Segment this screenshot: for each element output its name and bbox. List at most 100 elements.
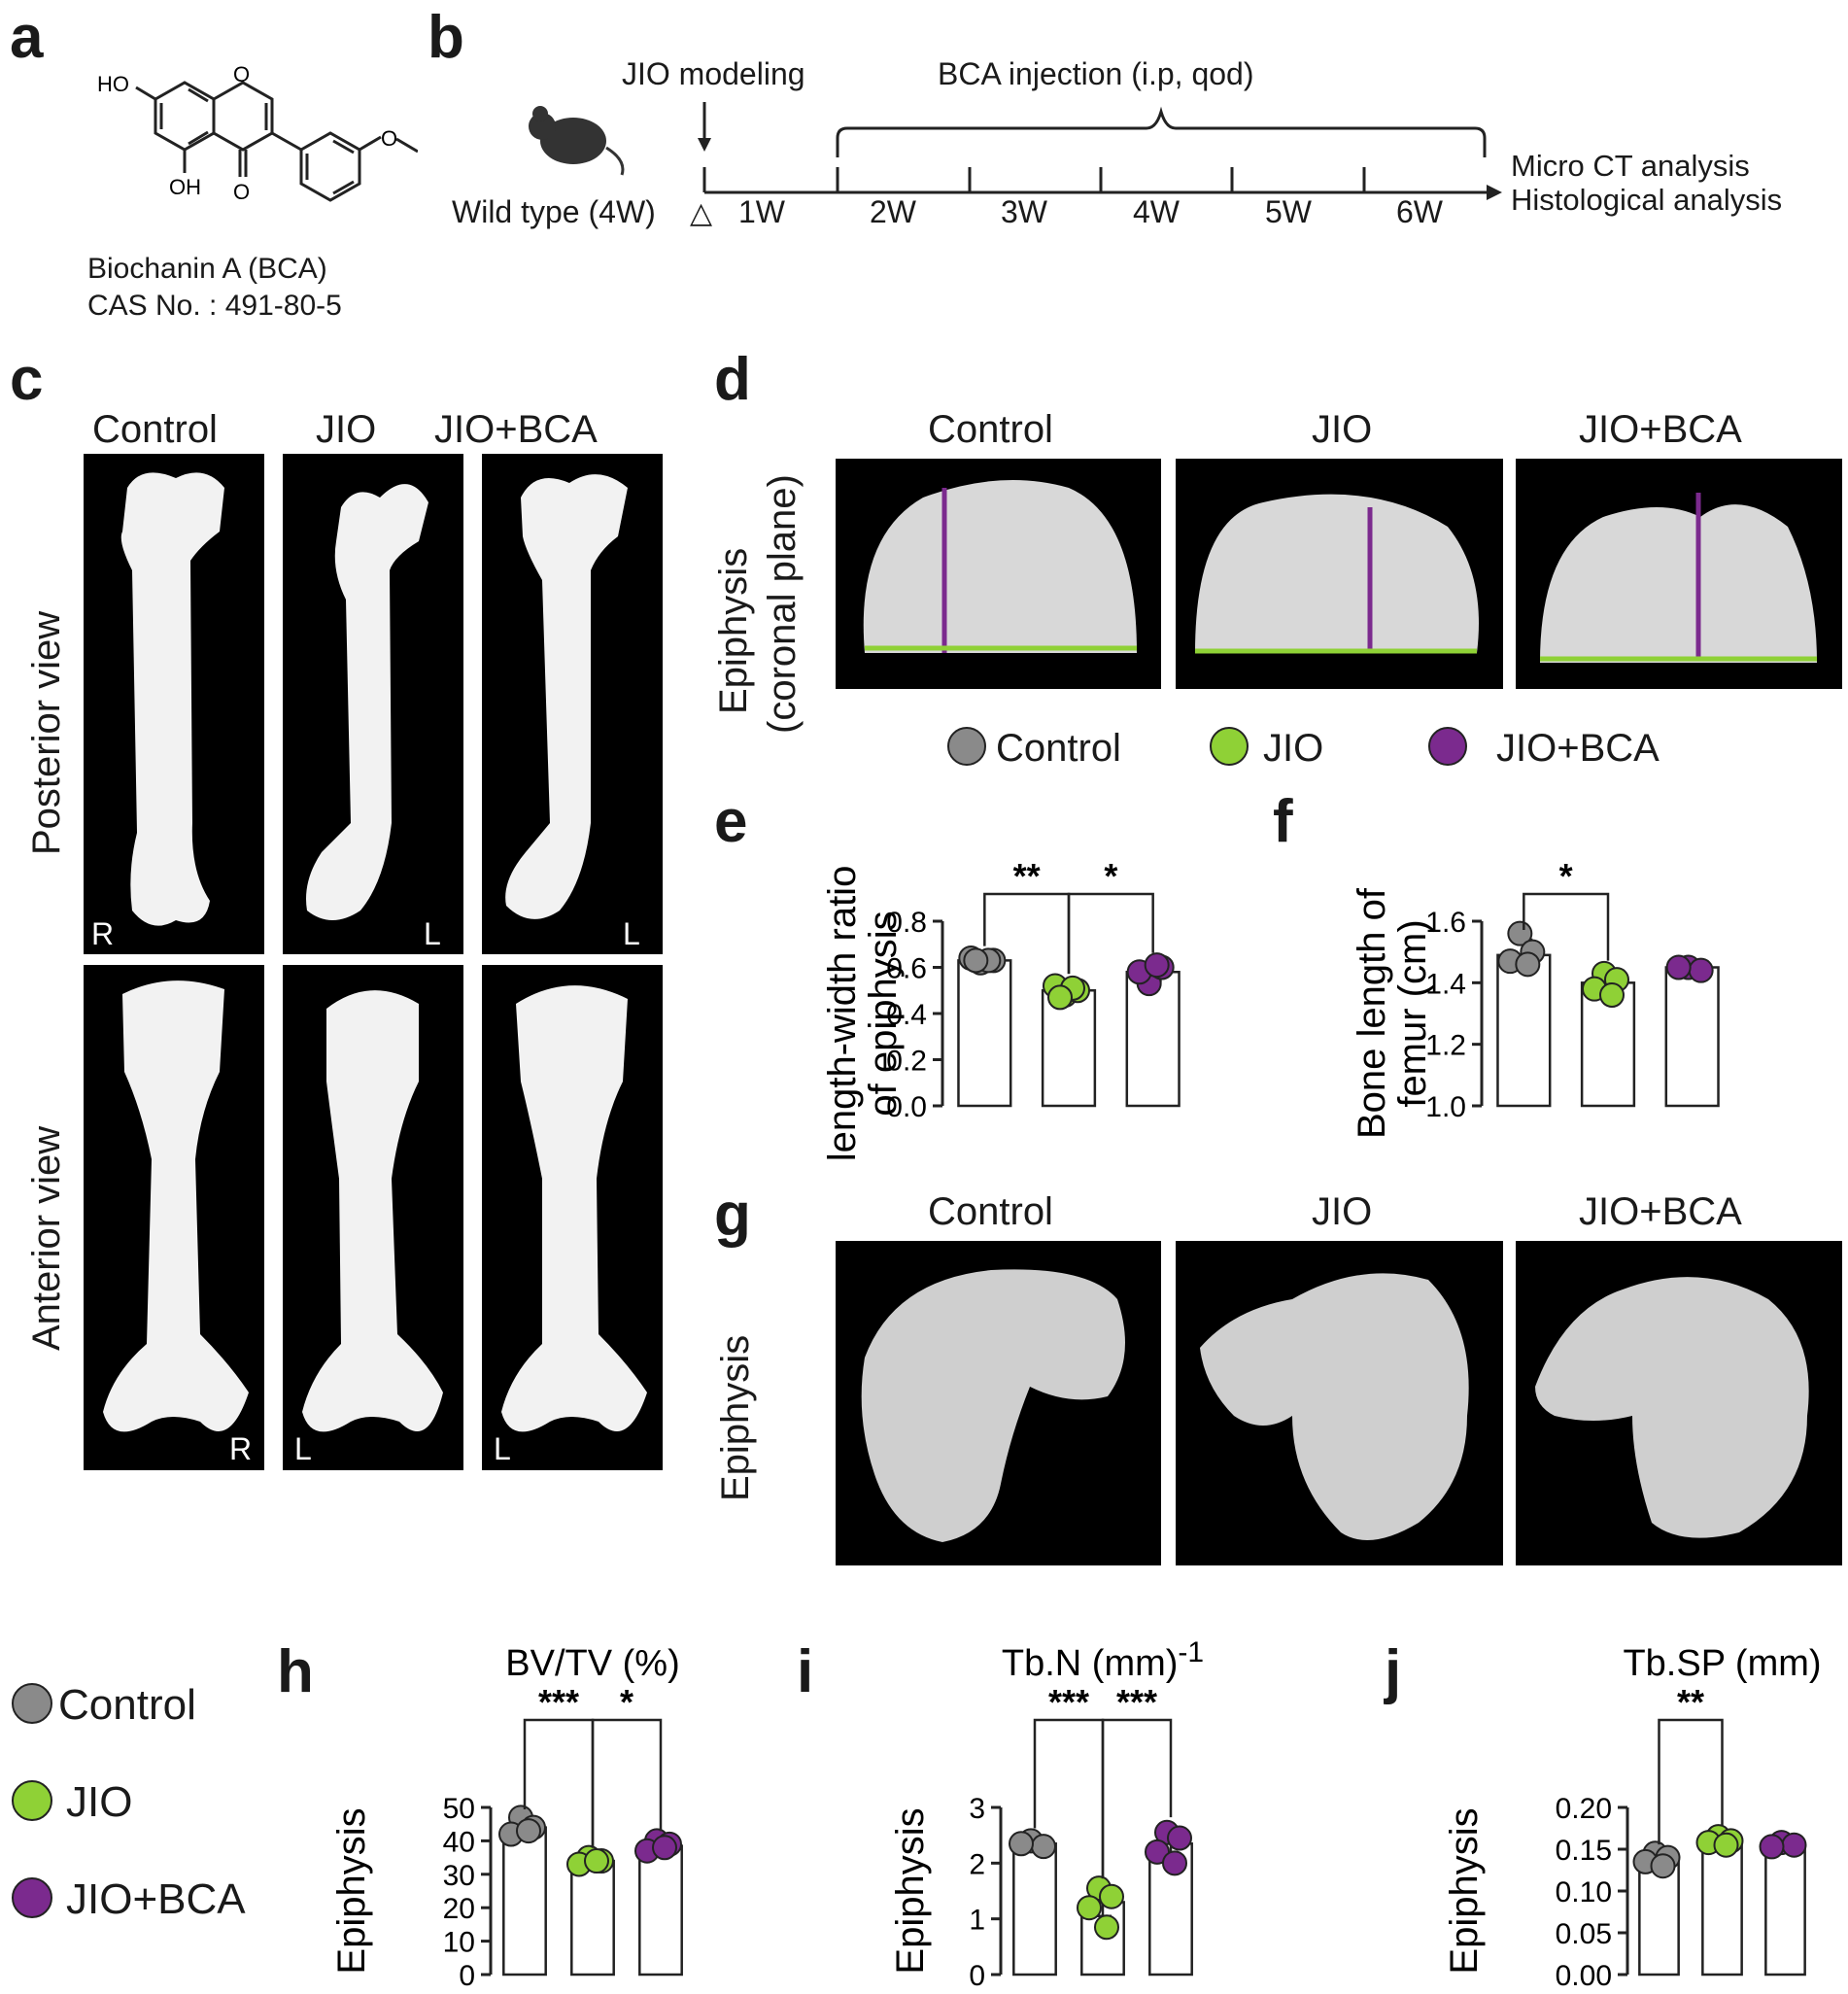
side-label: L [494, 1431, 511, 1466]
chart-i: Tb.N (mm)-1 0 1 2 3 Epiphysis *** *** [889, 1636, 1204, 1992]
y-axis-label: of epiphysis [862, 911, 905, 1116]
data-point [516, 1818, 541, 1844]
significance-label: *** [1048, 1682, 1089, 1722]
significance-label: * [1104, 856, 1117, 896]
data-point [1099, 1883, 1124, 1909]
bar [1496, 953, 1552, 1108]
chart-title: Tb.SP (mm) [1623, 1643, 1821, 1684]
compound-name: Biochanin A (BCA) [87, 253, 327, 285]
y-tick-label: 0.2 [886, 1046, 927, 1078]
y-tick-label: 20 [443, 1893, 475, 1925]
atom-o-ring: O [233, 62, 250, 86]
panel-label-i: i [797, 1638, 814, 1705]
data-point [1144, 952, 1170, 979]
y-tick-label: 0.15 [1556, 1835, 1612, 1867]
significance-label: ** [1677, 1682, 1704, 1722]
outcome-histology: Histological analysis [1511, 183, 1783, 217]
col-header-jio: JIO [1312, 1190, 1373, 1233]
panel-label-d: d [714, 346, 751, 413]
y-tick-label: 2 [969, 1848, 985, 1880]
bar [1664, 966, 1720, 1108]
compound-cas: CAS No. : 491-80-5 [87, 290, 342, 322]
y-tick-label: 0.8 [886, 907, 927, 939]
data-point [1599, 982, 1625, 1008]
y-tick-label: 1 [969, 1905, 985, 1937]
week-label: 6W [1396, 194, 1443, 229]
data-point [1650, 1853, 1676, 1879]
col-header-jio-bca: JIO+BCA [434, 408, 598, 451]
panel-label-b: b [428, 4, 464, 71]
y-axis-label: Epiphysis [1443, 1807, 1486, 1974]
y-tick-label: 0 [969, 1960, 985, 1992]
atom-oh: OH [169, 175, 201, 199]
y-tick-label: 50 [443, 1793, 475, 1825]
side-label: L [623, 916, 640, 951]
epiphysis-coronal-jio [1176, 459, 1503, 689]
data-point [1665, 954, 1692, 980]
data-point [963, 947, 989, 974]
epiphysis-3d-control [836, 1241, 1161, 1565]
panel-label-h: h [277, 1638, 314, 1705]
y-tick-label: 0.4 [886, 999, 927, 1031]
week-label: 4W [1133, 194, 1180, 229]
significance-bracket [591, 1718, 663, 1848]
bar [1764, 1843, 1806, 1977]
y-tick-label: 10 [443, 1927, 475, 1959]
epiphysis-3d-jio [1176, 1241, 1503, 1565]
week-label: 3W [1001, 194, 1047, 229]
data-point [1781, 1832, 1807, 1858]
side-label: R [91, 916, 115, 951]
significance-label: * [620, 1682, 633, 1722]
side-label: L [294, 1431, 312, 1466]
panel-label-f: f [1273, 788, 1293, 855]
bar [502, 1826, 547, 1977]
significance-label: *** [1116, 1682, 1157, 1722]
row-label-epiphysis: Epiphysis [714, 1334, 757, 1501]
chart-title: BV/TV (%) [505, 1643, 679, 1684]
data-point [1047, 984, 1073, 1011]
bar [957, 959, 1012, 1108]
week-label: 1W [738, 194, 785, 229]
week-label: 2W [870, 194, 916, 229]
data-point [1077, 1895, 1102, 1921]
panel-label-c: c [10, 346, 44, 413]
legend-marker-jio-bca [1428, 727, 1467, 766]
col-header-control: Control [928, 408, 1053, 451]
bar [1638, 1858, 1680, 1977]
col-header-control: Control [92, 408, 218, 451]
bar [1012, 1842, 1057, 1977]
y-tick-label: 0.00 [1556, 1960, 1612, 1992]
y-tick-label: 0 [459, 1960, 475, 1992]
y-tick-label: 0.05 [1556, 1918, 1612, 1950]
data-point [1094, 1914, 1119, 1941]
legend-marker-control [12, 1683, 52, 1724]
y-tick-label: 1.2 [1425, 1030, 1466, 1062]
bar [570, 1859, 615, 1977]
side-label: R [229, 1431, 253, 1466]
y-axis-label: femur (cm) [1391, 919, 1434, 1107]
legend-label-jio-bca: JIO+BCA [1496, 727, 1660, 770]
y-tick-label: 0.10 [1556, 1876, 1612, 1908]
start-triangle-icon: △ [690, 197, 713, 229]
bca-injection-label: BCA injection (i.p, qod) [938, 56, 1254, 91]
atom-o-keto: O [233, 180, 250, 204]
row-label-epiphysis: Epiphysis [712, 547, 755, 714]
atom-o-methoxy: O [381, 126, 397, 151]
legend-label-jio: JIO [66, 1778, 133, 1826]
epiphysis-3d-jio-bca [1516, 1241, 1842, 1565]
significance-label: *** [538, 1682, 579, 1722]
y-tick-label: 3 [969, 1793, 985, 1825]
row-label-anterior: Anterior view [25, 1125, 68, 1351]
outcome-micro-ct: Micro CT analysis [1511, 149, 1750, 183]
legend-label-jio: JIO [1263, 727, 1324, 770]
data-point [652, 1835, 677, 1861]
data-point [1162, 1850, 1187, 1876]
legend-marker-jio [12, 1780, 52, 1821]
chart-title: Tb.N (mm)-1 [1002, 1636, 1204, 1684]
femur-image-anterior-control: R [84, 965, 264, 1470]
femur-image-posterior-control: R [84, 454, 264, 954]
y-axis-label: Epiphysis [889, 1807, 932, 1974]
